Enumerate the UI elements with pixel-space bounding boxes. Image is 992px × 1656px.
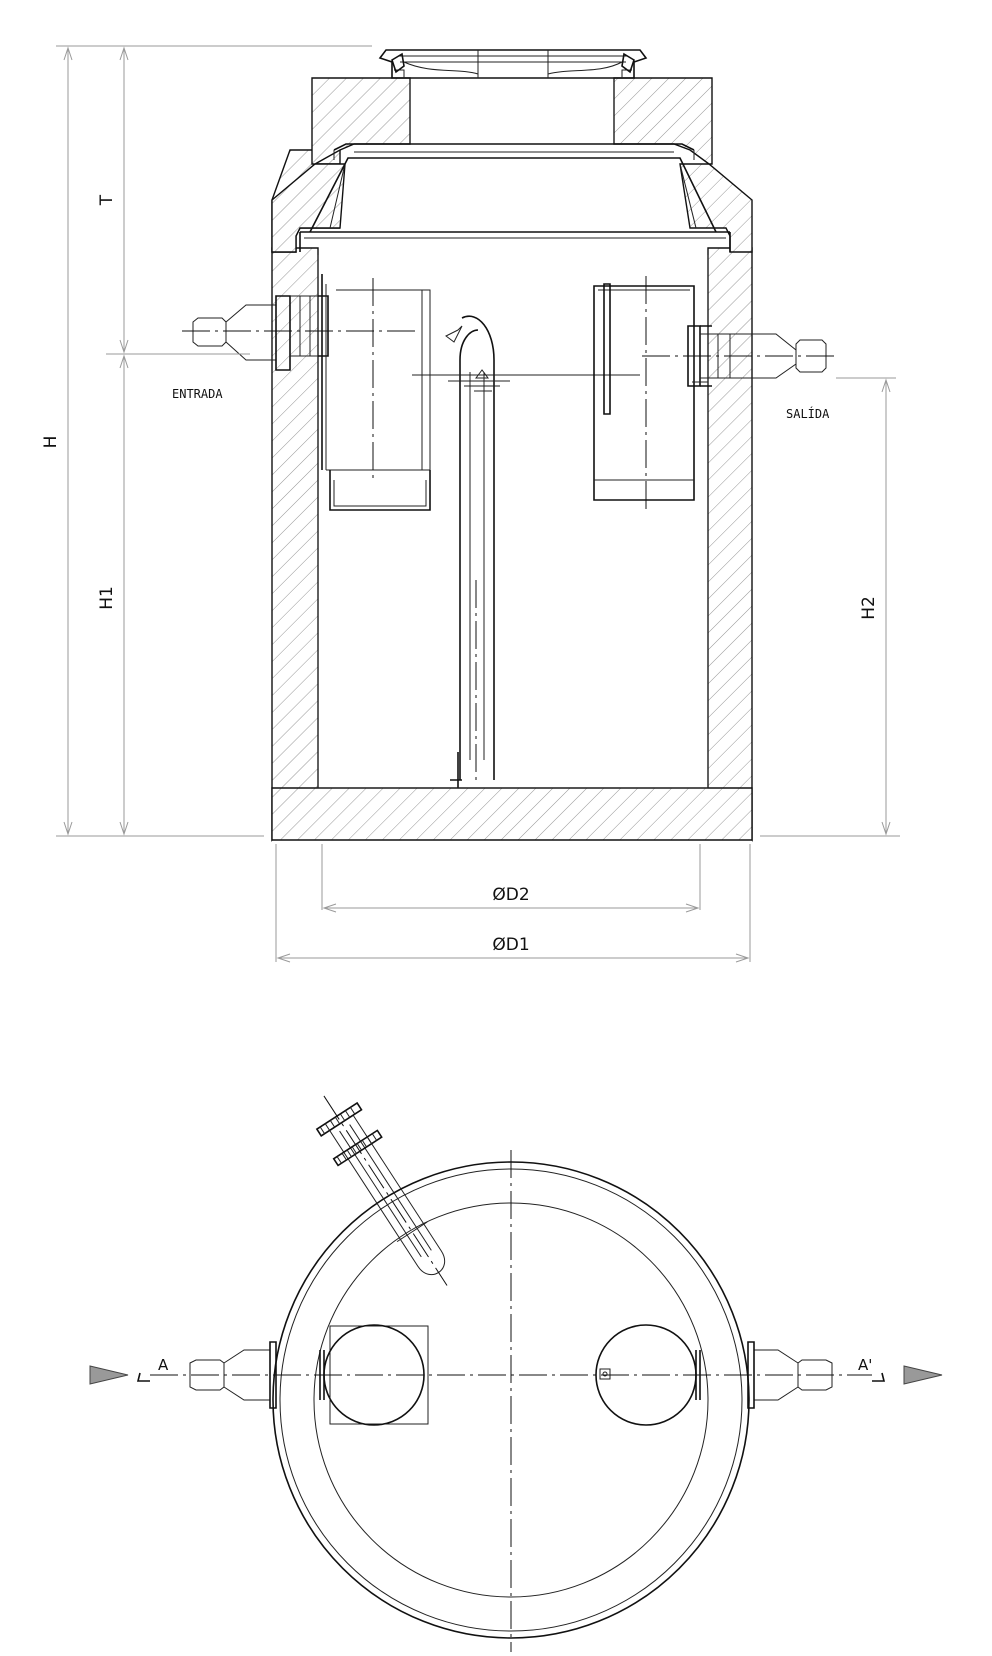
riser-right [613,77,713,165]
section-label-a: A [158,1356,169,1374]
dim-label-d1: ØD1 [492,935,529,955]
dimension-lines [56,45,900,963]
tank-left-wall [271,247,319,842]
cone-left-fill [271,163,346,253]
suction-pipe [445,315,500,789]
inlet-baffle [321,274,431,511]
dim-label-d2: ØD2 [492,885,529,905]
dim-label-h2: H2 [859,596,879,620]
riser-left [311,77,411,165]
plan-inlet-baffle [329,1325,429,1425]
section-label-a-prime: A' [858,1356,872,1374]
section-arrow-right [903,1365,943,1385]
inlet-pipe [192,295,329,371]
water-level [412,369,640,392]
tank-cone [271,149,753,253]
plan-view: A A' [89,1095,943,1652]
section-view: H T H1 H2 ØD2 ØD1 ENTRADA SALÍDA [41,45,900,963]
cone-right-fill [679,163,753,253]
outlet-baffle [593,283,695,501]
tank-riser [311,77,713,165]
tank-base [271,787,753,841]
inlet-label: ENTRADA [172,387,223,401]
dim-label-h1: H1 [97,586,117,610]
section-centerlines [182,276,836,780]
dim-label-h: H [41,436,61,449]
section-arrow-left [89,1365,129,1385]
plan-suction-pipe [315,1095,448,1286]
outlet-label: SALÍDA [786,406,830,421]
manhole-cover [378,49,648,79]
dim-label-t: T [97,194,117,206]
plan-outlet-marker [599,1368,611,1380]
tank-body [271,247,753,842]
